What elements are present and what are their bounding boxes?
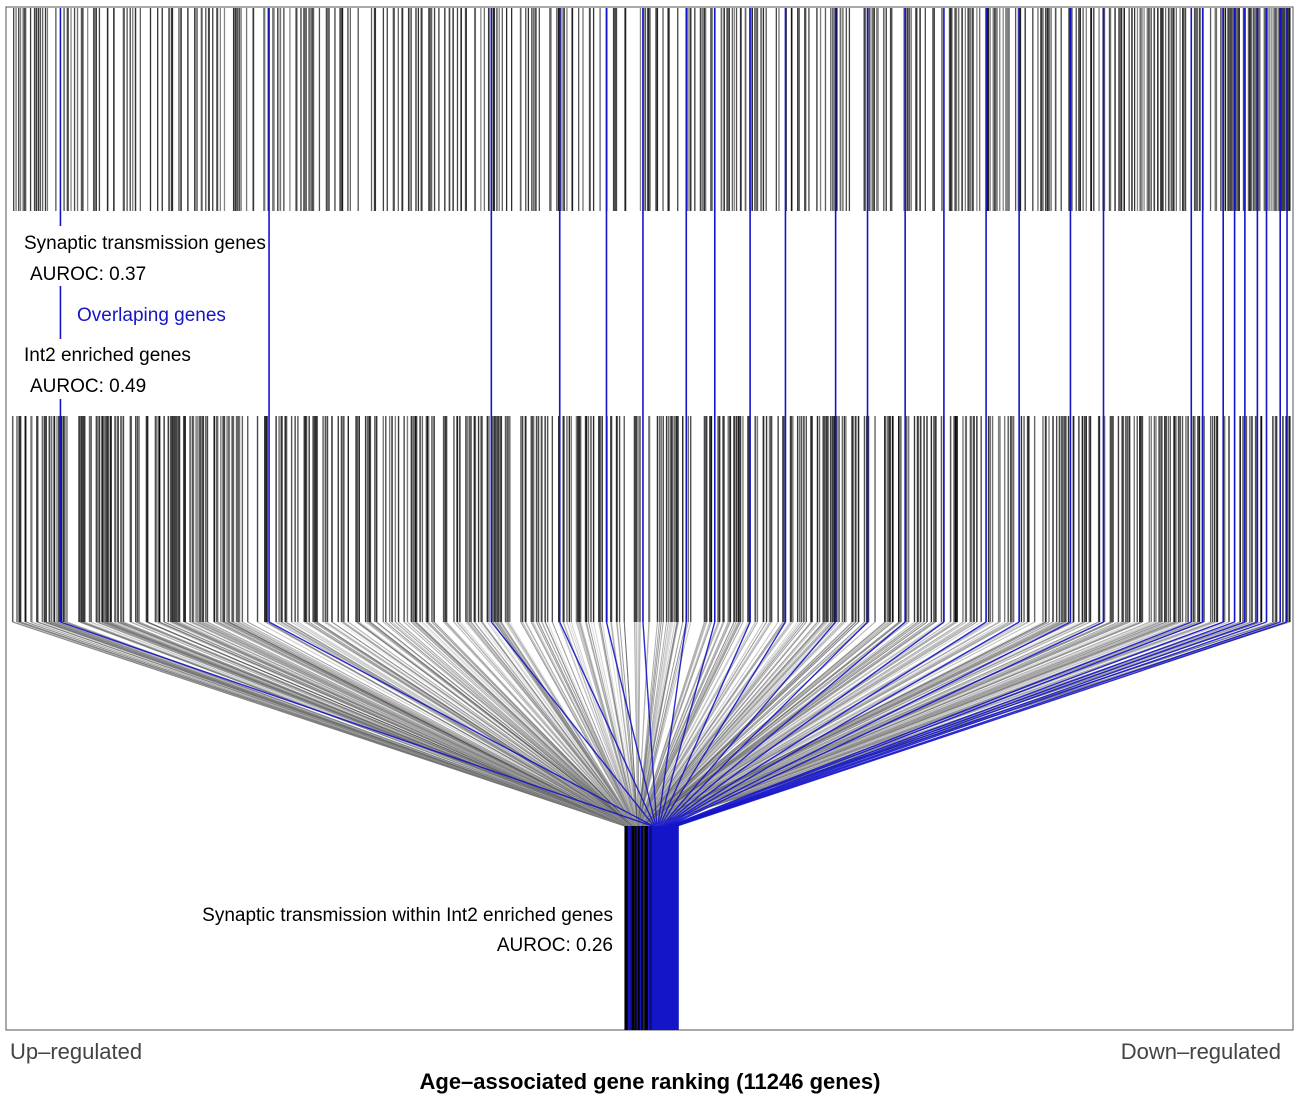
fan-connector [398,621,634,827]
mid-label-mask [22,339,212,399]
x-axis-right-label: Down–regulated [1121,1039,1281,1064]
top-track-auroc: AUROC: 0.37 [30,264,146,285]
fan-connector [331,621,633,827]
fan-connector [637,621,651,827]
fan-connector [642,621,869,827]
fan-connector [619,621,639,827]
fan-connectors [12,621,1291,827]
overlap-fan-connector [490,621,655,827]
top-track-name: Synaptic transmission genes [24,233,266,254]
middle-barcode-track [11,416,1291,622]
fan-connector [559,621,637,827]
fan-connector [643,621,945,827]
fan-connector [642,621,894,827]
fan-connector [488,621,636,827]
fan-connector [500,621,636,827]
fan-connector [207,621,630,827]
bottom-track-auroc: AUROC: 0.26 [497,935,613,956]
fan-connector [639,621,758,827]
overlap-fan-connector [672,621,1246,827]
overlap-legend-label: Overlaping genes [77,305,226,326]
overlap-fan-connector [667,621,1071,827]
fan-connector [297,621,632,827]
fan-connector [640,621,813,827]
overlap-fan-connector [671,621,1235,827]
overlap-fan-connector [666,621,1020,827]
fan-connector [433,621,634,827]
overlap-lines [59,8,1288,827]
fan-connector [638,621,712,827]
fan-connector [644,621,1014,827]
fan-connector [611,621,638,827]
fan-connector [640,621,786,827]
fan-connector [644,621,993,827]
overlap-fan-connector [657,621,687,827]
fan-connector [525,621,636,827]
fan-connector [147,621,629,827]
overlap-fan-connector [663,621,906,827]
fan-connector [640,621,794,827]
fan-connector [638,621,679,827]
fan-connector [641,621,847,827]
top-label-mask [22,226,268,286]
overlap-fan-connector [268,621,654,827]
overlap-fan-connector [676,621,1288,827]
overlap-fan-connector [605,621,657,827]
fan-connector [446,621,635,827]
fan-connector [247,621,631,827]
fan-connector [459,621,635,827]
bottom-track-name: Synaptic transmission within Int2 enrich… [202,905,613,926]
overlap-fan-connector [659,621,751,827]
fan-connector [358,621,633,827]
overlap-fan-connector [658,621,716,827]
overlap-fan-connector [559,621,656,827]
fan-connector [638,621,725,827]
fan-connector [601,621,638,827]
fan-connector [639,621,750,827]
fan-connector [642,621,859,827]
overlap-fan-connector [662,621,869,827]
fan-connector [570,621,637,827]
fan-connector [347,621,633,827]
fan-connector [643,621,937,827]
overlap-fan-connector [674,621,1267,827]
fan-connector [640,621,779,827]
fan-connector [541,621,637,827]
overlap-fan-connector [669,621,1192,827]
fan-connector [639,621,744,827]
fan-connector [606,621,638,827]
x-axis-left-label: Up–regulated [10,1039,142,1064]
overlap-fan-connector [670,621,1203,827]
bottom-collapsed-track [624,826,679,1030]
fan-connector [551,621,637,827]
mid-track-name: Int2 enriched genes [24,345,191,366]
overlap-fan-connector [668,621,1104,827]
overlap-fan-connector [660,621,787,827]
overlap-fan-connector [661,621,837,827]
mid-track-auroc: AUROC: 0.49 [30,376,146,397]
overlap-fan-connector [665,621,987,827]
overlap-fan-connector [60,621,653,827]
fan-connector [644,621,982,827]
fan-connector [481,621,635,827]
overlap-fan-connector [673,621,1258,827]
overlap-fan-connector [642,621,658,827]
fan-connector [316,621,632,827]
overlap-fan-connector [664,621,945,827]
fan-connector [257,621,631,827]
top-barcode-track [13,8,1291,211]
fan-connector [547,621,637,827]
fan-connector [638,621,721,827]
fan-connector [593,621,638,827]
overlap-fan-connector [671,621,1224,827]
fan-connector [638,621,684,827]
fan-connector [637,621,664,827]
x-axis-title: Age–associated gene ranking (11246 genes… [420,1069,881,1094]
fan-connector [266,621,631,827]
